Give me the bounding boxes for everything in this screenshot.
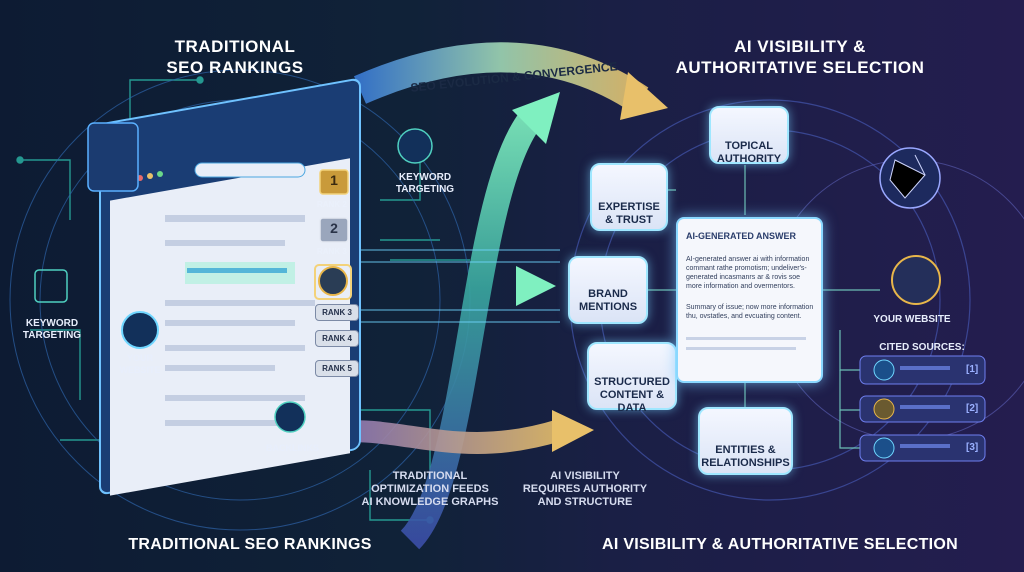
rank-label: RANK 4 [315,330,359,347]
answer-paragraph-1: AI-generated answer ai with information … [686,256,810,290]
ai-generated-answer-panel: AI-GENERATED ANSWER AI-generated answer … [676,217,823,383]
right-footer: AI VISIBILITY & AUTHORITATIVE SELECTION [601,536,958,553]
left-footer: TRADITIONAL SEO RANKINGS [128,536,372,553]
citation-3: [3] [966,442,979,453]
right-header: AI VISIBILITY & AUTHORITATIVE SELECTION [675,37,925,77]
keyword-targeting-left: KEYWORD TARGETING [22,318,82,341]
backlinks-label: BACKLINKS [266,443,319,453]
citation-1: [1] [966,364,979,375]
badge-2: 2 [330,220,338,236]
cited-sources-label: CITED SOURCES: [879,342,965,353]
structured-content-card: STRUCTURED CONTENT & DATA [587,342,677,414]
left-header: TRADITIONAL SEO RANKINGS [166,37,304,77]
brand-mentions-card: BRAND MENTIONS [568,256,648,324]
rank-label: RANK 5 [315,360,359,377]
your-website-right: YOUR WEBSITE [873,314,951,325]
rank-label: RANK 3 [315,304,359,321]
evolution-arc [353,42,649,113]
citation-2: [2] [966,403,979,414]
keyword-targeting-top: KEYWORD TARGETING [395,172,455,195]
upward-arrow [400,112,541,550]
requires-caption: AI VISIBILITY REQUIRES AUTHORITY AND STR… [522,470,648,508]
topical-authority-card: TOPICAL AUTHORITY [709,106,789,165]
entities-relationships-card: ENTITIES & RELATIONSHIPS [698,407,793,475]
rank-label: RANK 2 [317,200,347,209]
answer-paragraph-2: Summary of issue; now more information t… [686,304,814,320]
expertise-trust-card: EXPERTISE & TRUST [590,163,668,231]
rank-label: RANK 3 [317,247,347,256]
answer-title: AI-GENERATED ANSWER [686,231,796,241]
feeds-caption: TRADITIONAL OPTIMIZATION FEEDS AI KNOWLE… [361,470,499,508]
badge-1: 1 [330,172,338,188]
your-website-left: YOUR WEBSITE [119,353,161,375]
